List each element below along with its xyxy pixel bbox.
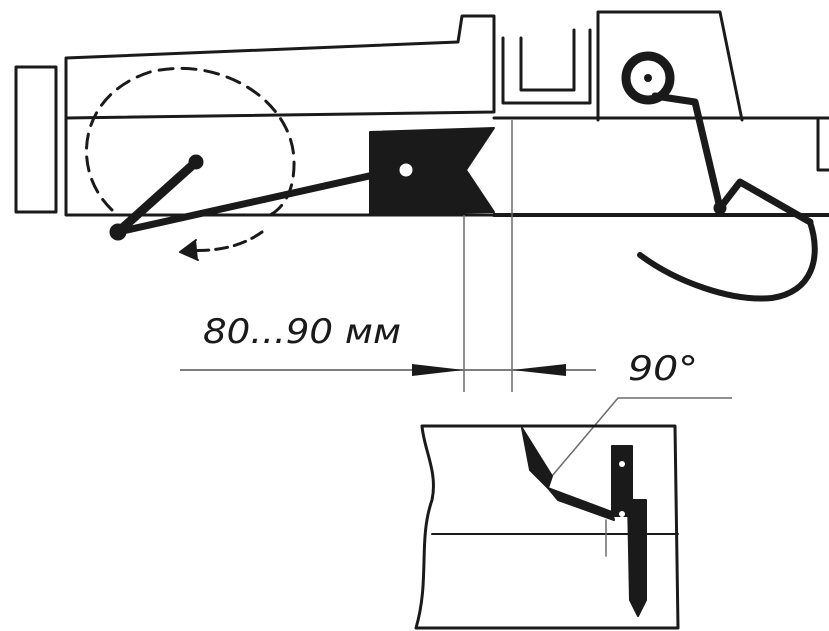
detail-notch: [521, 427, 553, 489]
lever-end-pin: [188, 154, 204, 170]
crank-arm: [651, 92, 724, 212]
rotation-circle-dashed: [84, 66, 296, 217]
detail-wedge-arrow: [547, 487, 615, 521]
rotation-arrow-dashed: [184, 230, 264, 252]
beam-upper-body: [64, 14, 496, 120]
crank-link: [716, 178, 814, 226]
detail-view: [414, 424, 680, 630]
dimension-arrow-left: [412, 364, 464, 376]
right-edge-marker: [816, 118, 829, 172]
dimension-arrow-right: [512, 364, 566, 376]
angle-callout: 90°: [551, 349, 732, 477]
detail-plate-pin-top: [619, 461, 625, 467]
clamp-pin: [396, 160, 416, 180]
lever-arm-short: [113, 157, 201, 237]
dimension: 80...90 мм: [180, 312, 596, 376]
crank-hub: [621, 51, 675, 105]
u-bracket: [501, 28, 592, 105]
crank-joint: [713, 201, 727, 215]
end-block: [14, 65, 58, 214]
detail-frame: [414, 424, 680, 630]
dimension-label: 80...90 мм: [203, 312, 401, 352]
rotation-arrow-head: [179, 239, 199, 261]
lever-pivot: [109, 223, 127, 241]
projection-lines: [463, 120, 513, 392]
beam-lower-body: [64, 116, 496, 217]
detail-rod: [627, 499, 647, 617]
crank-hub-center: [644, 74, 652, 82]
right-housing: [596, 10, 744, 122]
lever-arm-long: [114, 164, 409, 236]
angle-label: 90°: [628, 349, 698, 389]
top-assembly: [14, 10, 829, 302]
detail-plate-pin-bottom: [619, 511, 625, 517]
angle-leader-line: [551, 397, 732, 477]
clamp-block: [369, 127, 495, 215]
spring-hook: [637, 219, 818, 302]
